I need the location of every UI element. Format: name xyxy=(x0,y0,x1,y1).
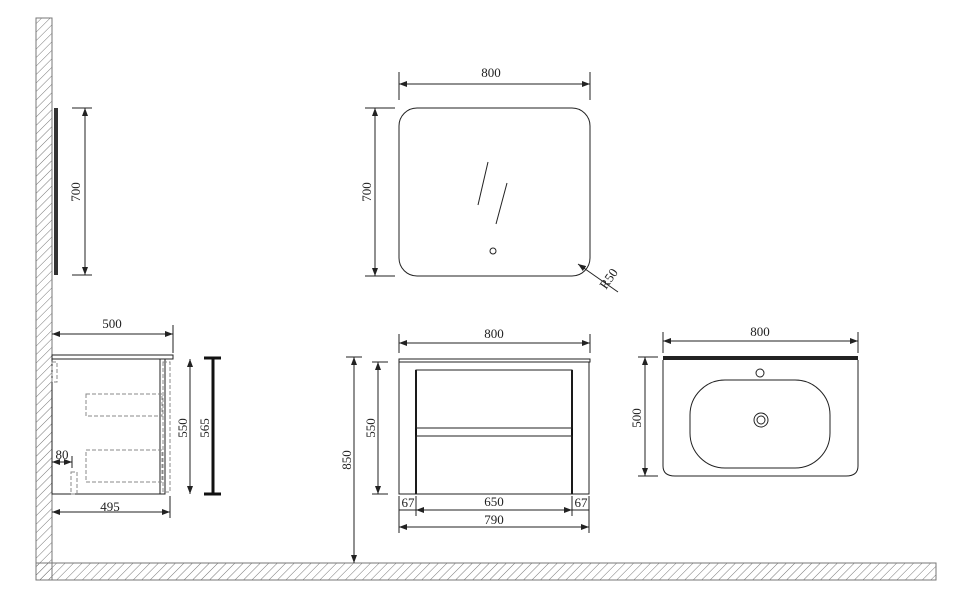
basin-width-label: 800 xyxy=(750,324,770,339)
side-cabinet-view: 500 550 565 495 80 xyxy=(51,316,221,518)
front-cabinet-leg-left-label: 67 xyxy=(402,495,416,510)
front-mirror-height-label: 700 xyxy=(359,182,374,202)
front-mirror-width-label: 800 xyxy=(481,65,501,80)
front-cabinet-body-width-label: 790 xyxy=(484,512,504,527)
basin-depth-label: 500 xyxy=(629,408,644,428)
front-cabinet-leg-right-label: 67 xyxy=(575,495,589,510)
side-cabinet-depth-body-label: 495 xyxy=(100,499,120,514)
front-mirror-radius-label: R50 xyxy=(596,265,621,291)
floor xyxy=(35,562,937,581)
front-cabinet-view: 800 850 550 67 650 67 790 xyxy=(339,326,591,563)
side-cabinet-height-total-label: 565 xyxy=(197,418,212,438)
wall xyxy=(35,17,53,581)
front-mirror-view: 800 700 R50 xyxy=(359,65,621,293)
side-mirror-view: 700 xyxy=(54,107,92,276)
front-cabinet-floor-height-label: 850 xyxy=(339,450,354,470)
basin-top-view: 800 500 xyxy=(629,324,859,477)
front-cabinet-body-height-label: 550 xyxy=(363,418,378,438)
side-cabinet-depth-top-label: 500 xyxy=(102,316,122,331)
side-cabinet-offset-label: 80 xyxy=(56,447,69,462)
front-cabinet-top-width-label: 800 xyxy=(484,326,504,341)
side-mirror-height-label: 700 xyxy=(68,182,83,202)
side-cabinet-height-body-label: 550 xyxy=(175,418,190,438)
front-cabinet-drawer-width-label: 650 xyxy=(484,494,504,509)
